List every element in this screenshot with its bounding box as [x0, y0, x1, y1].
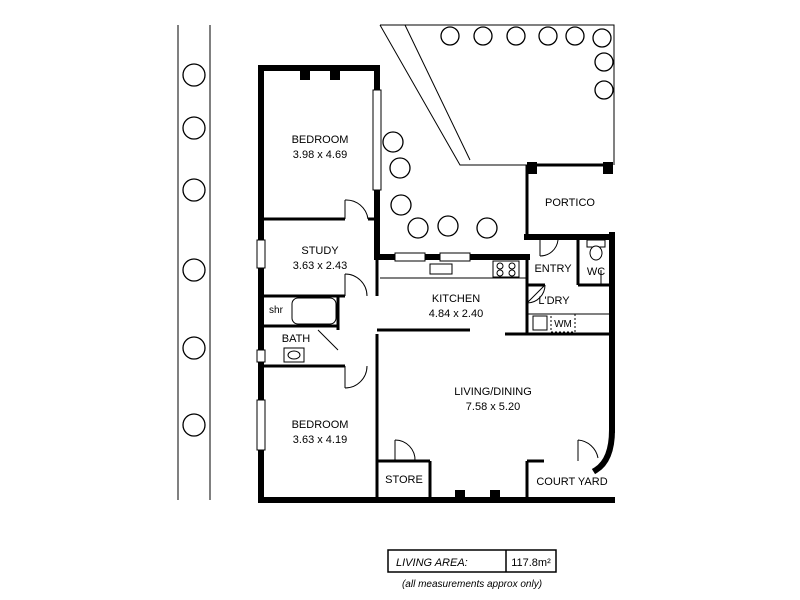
trough [532, 315, 548, 331]
room-name-kitchen: KITCHEN [432, 293, 480, 305]
room-name-bedroom-1: BEDROOM [292, 134, 349, 146]
room-name-bath: BATH [282, 333, 311, 345]
door-swings [317, 199, 602, 462]
fixtures [283, 239, 612, 363]
room-size-bedroom-2: 3.63 x 4.19 [293, 434, 347, 446]
room-name-shr: shr [269, 305, 284, 316]
living-area-label: LIVING AREA: [396, 557, 468, 569]
windows [256, 89, 471, 451]
room-name-entry: ENTRY [534, 263, 572, 275]
room-size-kitchen: 4.84 x 2.40 [429, 308, 483, 320]
room-name-study: STUDY [301, 245, 339, 257]
room-name-bedroom-2: BEDROOM [292, 419, 349, 431]
room-size-bedroom-1: 3.98 x 4.69 [293, 149, 347, 161]
measurement-note: (all measurements approx only) [402, 579, 542, 590]
internal-walls [261, 163, 612, 500]
room-size-living-dining: 7.58 x 5.20 [466, 401, 520, 413]
sink [429, 263, 453, 275]
pillars [300, 68, 613, 502]
room-name-wc: WC [587, 266, 605, 278]
room-size-study: 3.63 x 2.43 [293, 260, 347, 272]
room-name-living-dining: LIVING/DINING [454, 386, 532, 398]
room-name-portico: PORTICO [545, 197, 595, 209]
room-name-court-yard: COURT YARD [536, 476, 607, 488]
bathtub [291, 297, 337, 325]
label-wm: WM [554, 319, 572, 330]
living-area-value: 117.8m² [511, 557, 551, 569]
site-boundary [177, 24, 615, 500]
room-name-store: STORE [385, 474, 423, 486]
room-name-ldry: L'DRY [538, 295, 570, 307]
living-area-box: LIVING AREA: 117.8m² (all measurements a… [387, 549, 557, 590]
shrub-icons [182, 26, 614, 437]
